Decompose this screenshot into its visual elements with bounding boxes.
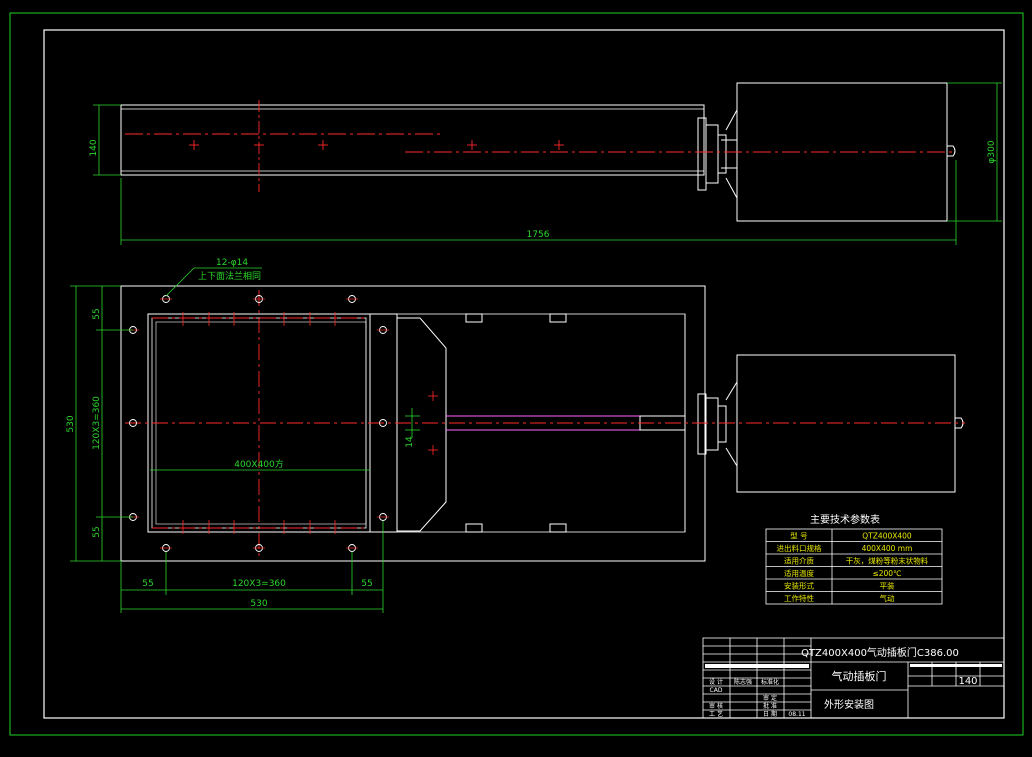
- top-body: [120, 104, 705, 176]
- tech-row-3-label: 适用温度: [784, 568, 814, 578]
- dim-top-height: 140: [89, 139, 99, 156]
- tech-row-1-label: 进出料口规格: [777, 543, 822, 553]
- dim-top-diameter: φ300: [987, 140, 997, 163]
- front-view: 12-φ14 上下面法兰相同 530 55 120X3=360 55 400X4…: [66, 258, 965, 613]
- tech-row-5-label: 工作特性: [784, 593, 814, 603]
- tech-row-4-label: 安装形式: [784, 581, 814, 591]
- drawing-view: 外形安装图: [824, 698, 874, 711]
- label-standard: 标准化: [761, 678, 779, 686]
- label-date-value: 08.11: [788, 711, 805, 718]
- dim-h-55-left: 55: [142, 579, 153, 589]
- dim-top-length: 1756: [527, 230, 550, 240]
- title-block: QTZ400X400气动插板门C386.00 气动插板门 外形安装图 140 设…: [702, 637, 1005, 719]
- tech-param-table: 主要技术参数表 型 号 QTZ400X400 进出料口规格 400X400 mm…: [765, 513, 943, 605]
- label-cad: CAD: [710, 687, 723, 694]
- bolt-holes: [129, 295, 387, 552]
- drawing-name: 气动插板门: [832, 669, 887, 683]
- tech-row-5-value: 气动: [880, 593, 895, 603]
- dim-h-55-right: 55: [361, 579, 372, 589]
- holes-spec: 12-φ14: [216, 258, 248, 268]
- label-process: 工 艺: [709, 710, 723, 718]
- tech-row-1-value: 400X400 mm: [862, 544, 913, 553]
- drawing-code: 140: [958, 676, 977, 687]
- label-approve: 批 准: [763, 702, 777, 710]
- outer-border: [9, 12, 1024, 736]
- top-view: 140 1756 φ300: [89, 82, 1002, 245]
- tech-row-3-value: ≤200℃: [872, 569, 901, 578]
- dim-v-55-bottom: 55: [92, 526, 102, 537]
- dim-width-530: 530: [250, 599, 267, 609]
- label-drafter: 陈志强: [734, 678, 752, 686]
- inner-border: [43, 29, 1005, 719]
- front-frame: [120, 285, 706, 562]
- tech-row-0-label: 型 号: [790, 532, 807, 541]
- tech-row-2-value: 干灰，煤粉等粉末状物料: [846, 556, 929, 566]
- tech-table-title: 主要技术参数表: [810, 513, 880, 526]
- label-check: 审 核: [709, 702, 723, 710]
- tech-row-4-value: 平装: [880, 581, 895, 591]
- tech-row-0-value: QTZ400X400: [862, 532, 912, 541]
- dim-v-pitch: 120X3=360: [92, 396, 102, 450]
- dim-height-530: 530: [66, 415, 76, 432]
- dim-opening: 400X400方: [234, 458, 284, 470]
- holes-note: 上下面法兰相同: [198, 270, 261, 282]
- label-design: 设 计: [709, 678, 723, 686]
- label-verify: 审 定: [763, 694, 777, 702]
- drawing-number: QTZ400X400气动插板门C386.00: [801, 646, 959, 659]
- front-cylinder: [736, 354, 956, 493]
- dim-h-pitch: 120X3=360: [232, 579, 286, 589]
- tech-row-2-label: 适用介质: [784, 556, 814, 566]
- dim-gap-14: 14: [405, 436, 415, 448]
- label-date: 日 期: [763, 710, 777, 718]
- dim-v-55-top: 55: [92, 308, 102, 319]
